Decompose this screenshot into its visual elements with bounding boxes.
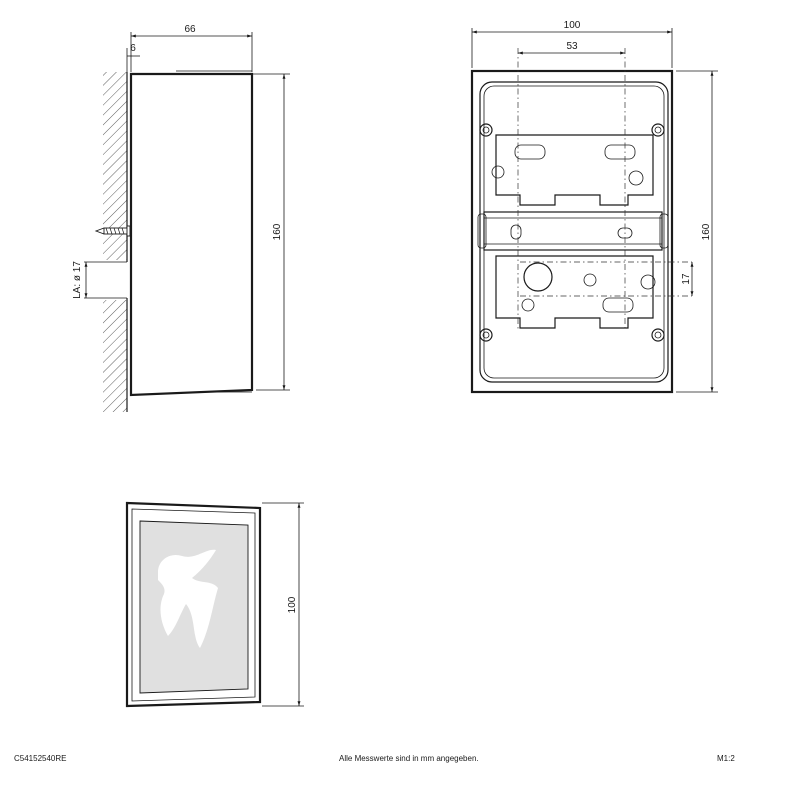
hole-icon [521, 298, 535, 312]
dim-height-side: 160 [272, 223, 283, 240]
screw-hole-icon [651, 328, 665, 342]
scale-label: M1:2 [717, 754, 735, 763]
slot-icon [602, 297, 634, 313]
dim-height-front: 100 [287, 596, 298, 613]
slot-icon [510, 224, 522, 240]
rail-end [477, 213, 487, 249]
screw-icon [94, 225, 131, 237]
mounting-rail [483, 211, 663, 251]
slot-icon [604, 144, 636, 160]
rear-inner-frame [479, 81, 669, 383]
dim-width-rear: 100 [564, 20, 581, 31]
dim-height-rear: 160 [701, 223, 712, 240]
dim-cable-entry: LA: ø 17 [72, 261, 83, 299]
screw-hole-icon [651, 123, 665, 137]
screw-hole-icon [479, 328, 493, 342]
hole-icon [640, 274, 656, 290]
dim-hole-spacing: 53 [566, 41, 578, 52]
rear-view: 100 53 160 17 [470, 20, 718, 394]
dim-depth: 66 [184, 24, 196, 35]
front-outer-frame [125, 501, 262, 708]
dim-wall-offset: 6 [130, 43, 136, 54]
hole-icon [491, 165, 505, 179]
hole-icon [583, 273, 597, 287]
mounting-plate-lower [495, 255, 654, 329]
front-view: 100 [125, 501, 304, 708]
measurement-note: Alle Messwerte sind in mm angegeben. [339, 754, 479, 763]
front-inner-frame [131, 508, 256, 702]
wall-hatch-lower [103, 300, 127, 412]
rail-end [659, 213, 669, 249]
emergency-exit-pictogram-icon [158, 549, 218, 648]
dim-offset-rear: 17 [681, 273, 692, 285]
housing-outline [129, 72, 254, 397]
side-view: 66 6 160 LA: ø 17 [72, 24, 290, 412]
cable-entry-hole-icon [523, 262, 553, 292]
mounting-plate-upper [495, 134, 654, 206]
rear-outer-frame [470, 69, 674, 394]
slot-icon [514, 144, 546, 160]
article-number: C54152540RE [14, 754, 67, 763]
hole-icon [628, 170, 644, 186]
screw-hole-icon [479, 123, 493, 137]
